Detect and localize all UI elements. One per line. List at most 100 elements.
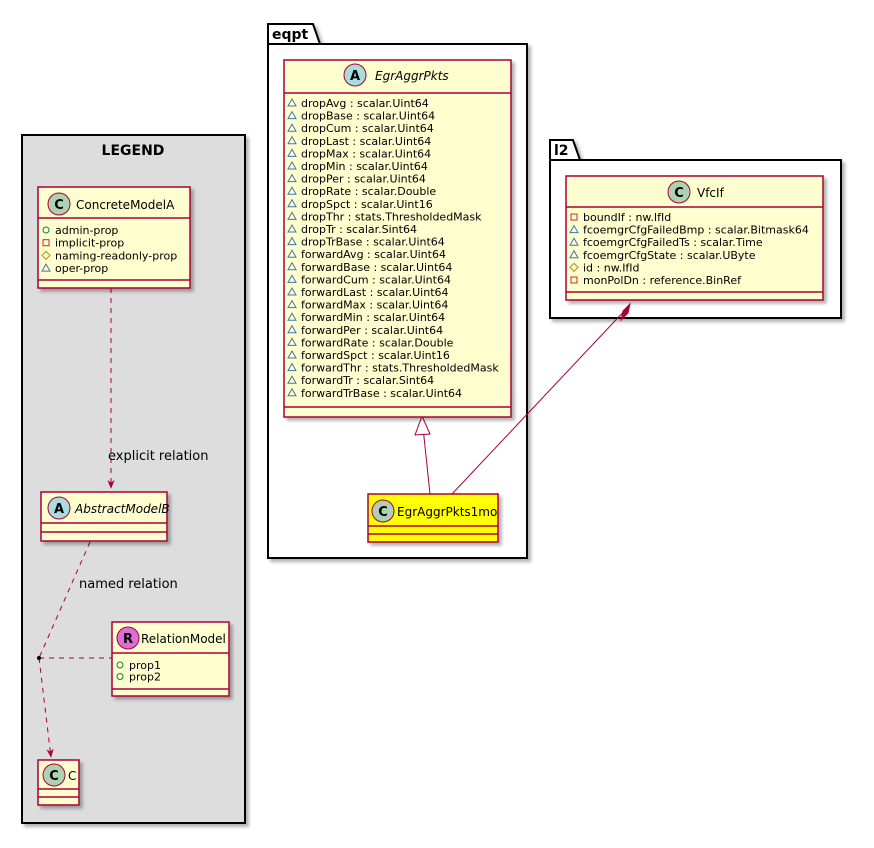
- attribute: forwardMin : scalar.Uint64: [301, 311, 445, 324]
- attribute: forwardTr : scalar.Sint64: [301, 374, 434, 387]
- attribute: dropThr : stats.ThresholdedMask: [301, 210, 482, 223]
- stereo-c-glyph-small: C: [49, 769, 59, 784]
- public-visibility-icon: [116, 661, 124, 669]
- attribute: forwardTrBase : scalar.Uint64: [301, 387, 462, 400]
- package-visibility-icon: [287, 110, 297, 120]
- named-relation-line: [38, 541, 91, 659]
- mo-stereo-glyph: C: [378, 505, 388, 520]
- protected-visibility-icon: [41, 250, 51, 261]
- class-egr-aggr-pkts[interactable]: [283, 59, 512, 418]
- attribute: dropTr : scalar.Sint64: [301, 223, 417, 236]
- attribute: admin-prop: [55, 224, 118, 237]
- relation-r-icon: [116, 626, 140, 650]
- package-visibility-icon: [287, 123, 297, 132]
- package-visibility-icon: [287, 97, 297, 107]
- abstract-model-b-name: AbstractModelB: [74, 502, 170, 516]
- package-visibility-icon: [287, 173, 297, 183]
- package-visibility-icon: [287, 362, 297, 372]
- association-point: [37, 656, 41, 660]
- eqpt-title: eqpt: [272, 27, 309, 43]
- relations: explicit relation named relation: [37, 288, 631, 758]
- private-visibility-icon: [42, 239, 50, 247]
- package-visibility-icon: [287, 223, 297, 233]
- attribute: forwardCum : scalar.Uint64: [301, 273, 451, 286]
- egr-abstract-a-icon: [343, 63, 367, 87]
- vfcif-class-c-icon: [667, 180, 691, 204]
- stereo-r-glyph: R: [123, 632, 133, 647]
- mo-class-c-icon: [371, 499, 395, 523]
- vfcif-stereo-glyph: C: [674, 186, 684, 201]
- class-c-icon-small: [42, 763, 66, 787]
- inheritance-triangle: [414, 414, 431, 436]
- package-visibility-icon: [287, 249, 297, 258]
- package-visibility-icon: [287, 337, 297, 346]
- attribute: id : nw.IfId: [583, 261, 640, 274]
- package-visibility-icon: [569, 249, 579, 259]
- stereo-a-glyph: A: [54, 502, 64, 517]
- protected-visibility-icon: [569, 262, 579, 273]
- package-visibility-icon: [569, 237, 579, 246]
- package-visibility-icon: [287, 261, 297, 271]
- attribute: forwardPer : scalar.Uint64: [301, 324, 443, 337]
- attribute: forwardBase : scalar.Uint64: [301, 261, 452, 274]
- egr-aggr-pkts-name: EgrAggrPkts: [375, 69, 449, 83]
- egr-aggr-pkts-1mo-name: EgrAggrPkts1mo: [397, 505, 497, 519]
- public-visibility-icon: [42, 226, 50, 234]
- attribute: dropAvg : scalar.Uint64: [301, 97, 429, 110]
- egr-stereo-glyph: A: [350, 69, 360, 84]
- private-visibility-icon: [570, 276, 578, 284]
- package-visibility-icon: [569, 224, 579, 234]
- package-visibility-icon: [287, 286, 297, 296]
- attribute: prop2: [129, 671, 161, 684]
- package-visibility-icon: [287, 160, 297, 170]
- explicit-relation-label: explicit relation: [108, 449, 208, 464]
- package-visibility-icon: [287, 375, 297, 384]
- attribute: forwardLast : scalar.Uint64: [301, 286, 449, 299]
- attribute: prop1: [129, 659, 161, 672]
- relation-model-name: RelationModel: [141, 632, 226, 646]
- attribute: dropMax : scalar.Uint64: [301, 147, 431, 160]
- public-visibility-icon: [116, 673, 124, 680]
- package-visibility-icon: [41, 263, 51, 272]
- attribute: fcoemgrCfgState : scalar.UByte: [583, 249, 756, 262]
- attribute: dropCum : scalar.Uint64: [301, 122, 434, 135]
- attribute: forwardSpct : scalar.Uint16: [301, 349, 450, 362]
- attribute: naming-readonly-prop: [55, 249, 177, 262]
- private-visibility-icon: [570, 213, 578, 221]
- concrete-model-a-name: ConcreteModelA: [76, 198, 175, 212]
- package-visibility-icon: [287, 324, 297, 334]
- class-vfcif[interactable]: [565, 175, 824, 301]
- composition-diamond: [620, 302, 631, 322]
- named-relation-arrow: [38, 657, 54, 758]
- attribute: dropTrBase : scalar.Uint64: [301, 236, 445, 249]
- attribute: dropMin : scalar.Uint64: [301, 160, 428, 173]
- concrete-model-a-attributes: admin-propimplicit-propnaming-readonly-p…: [41, 224, 177, 275]
- attribute: forwardRate : scalar.Double: [301, 336, 454, 349]
- attribute: dropSpct : scalar.Uint16: [301, 198, 433, 211]
- attribute: monPolDn : reference.BinRef: [583, 274, 742, 287]
- attribute: fcoemgrCfgFailedTs : scalar.Time: [583, 236, 763, 249]
- package-visibility-icon: [287, 312, 297, 321]
- attribute: oper-prop: [55, 262, 108, 275]
- package-visibility-icon: [287, 274, 297, 283]
- named-relation-label: named relation: [79, 577, 178, 592]
- vfcif-name: VfcIf: [697, 186, 725, 200]
- attribute: boundIf : nw.IfId: [583, 211, 671, 224]
- c-name: C: [68, 769, 76, 783]
- package-visibility-icon: [287, 198, 297, 208]
- package-visibility-icon: [287, 236, 297, 246]
- attribute: dropBase : scalar.Uint64: [301, 110, 435, 123]
- abstract-a-icon: [47, 496, 71, 520]
- attribute: forwardAvg : scalar.Uint64: [301, 248, 446, 261]
- package-visibility-icon: [287, 349, 297, 359]
- attribute: forwardThr : stats.ThresholdedMask: [301, 362, 499, 375]
- package-visibility-icon: [287, 135, 297, 145]
- attribute: dropLast : scalar.Uint64: [301, 135, 431, 148]
- attribute: implicit-prop: [55, 237, 124, 250]
- attribute: dropRate : scalar.Double: [301, 185, 436, 198]
- package-visibility-icon: [287, 299, 297, 309]
